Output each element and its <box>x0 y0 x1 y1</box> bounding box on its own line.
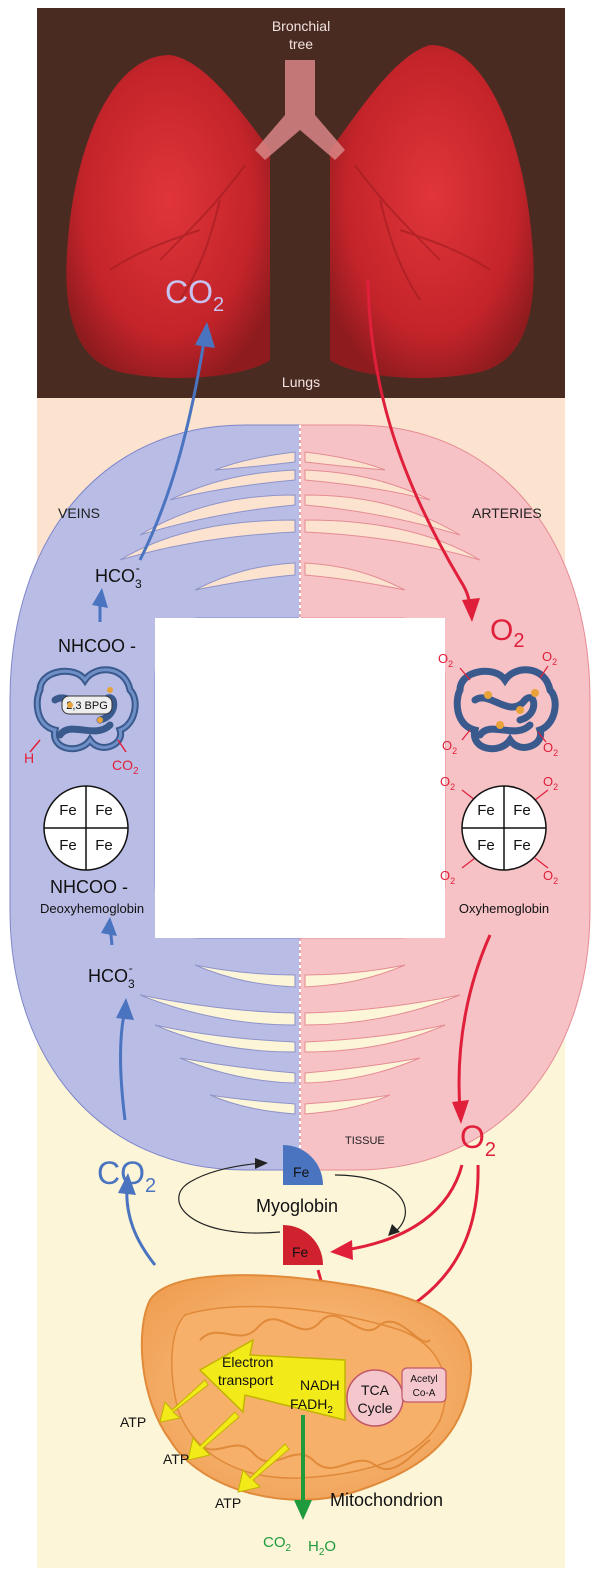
deoxy-fe-3: Fe <box>59 837 77 854</box>
bronchial-label-2: tree <box>289 36 313 52</box>
lungs-label: Lungs <box>282 374 320 390</box>
acetyl-label-1: Acetyl <box>410 1374 437 1385</box>
oxy-o2-5: O2 <box>440 774 455 792</box>
tca-label-1: TCA <box>361 1382 390 1398</box>
atp-arrows <box>159 1379 290 1493</box>
tca-label-2: Cycle <box>357 1400 392 1416</box>
deoxy-fe-2: Fe <box>95 802 113 819</box>
myoglobin-fe-deoxy <box>283 1225 323 1265</box>
electron-label: Electron <box>222 1354 273 1370</box>
oxy-o2-8: O2 <box>543 868 558 886</box>
atp-1: ATP <box>120 1414 146 1430</box>
acetyl-coa-box <box>401 1367 447 1403</box>
transport-label: transport <box>218 1372 273 1388</box>
tca-cycle-circle <box>346 1369 404 1427</box>
co2-h2o-down-arrow <box>294 1415 312 1520</box>
nhcoo-top-label: NHCOO - <box>58 636 136 656</box>
myoglobin-fe-oxy <box>283 1145 323 1185</box>
h2o-label: H2O <box>308 1538 336 1558</box>
deoxy-fe-4: Fe <box>95 837 113 854</box>
oxy-fe-2: Fe <box>513 802 531 819</box>
co2-tissue-up-arrow <box>116 998 134 1121</box>
deoxyhemoglobin-molecule-fill <box>35 668 137 751</box>
oxy-o2-6: O2 <box>543 774 558 792</box>
circulation-loop <box>9 424 591 1171</box>
mitochondrion-label: Mitochondrion <box>330 1490 443 1510</box>
hco3-top-label: HCO3- <box>95 561 142 591</box>
oxy-fe-4: Fe <box>513 837 531 854</box>
nadh-label: NADH <box>300 1377 340 1393</box>
oxy-fe-1: Fe <box>477 802 495 819</box>
bpg-label: 2,3 BPG <box>66 700 108 712</box>
electron-transport-arrow <box>198 1338 346 1421</box>
oxy-fe-3: Fe <box>477 837 495 854</box>
myoglobin-label: Myoglobin <box>256 1196 338 1216</box>
o2-to-myoglobin-arrow <box>330 1164 464 1260</box>
tissue-o2-label: O2 <box>460 1119 496 1161</box>
hco3-bottom-label: HCO3- <box>88 961 135 991</box>
deoxy-fe-circle <box>43 785 129 871</box>
h-label: H <box>24 750 34 766</box>
acetyl-label-2: Co-A <box>413 1388 436 1399</box>
oxy-o2-1: O2 <box>438 651 453 669</box>
lung-o2-down-arrow <box>366 279 480 622</box>
co2-attached-label: CO2 <box>112 757 139 777</box>
lung-co2-label: CO2 <box>165 274 224 316</box>
mito-co2-up-arrow <box>118 1173 157 1266</box>
tissue-label: TISSUE <box>345 1135 385 1147</box>
oxy-o2-2: O2 <box>542 649 557 667</box>
oxyhemoglobin-molecule <box>453 666 559 753</box>
oxy-o2-7: O2 <box>440 868 455 886</box>
mito-co2-label: CO2 <box>263 1534 292 1554</box>
myoglobin-cycle <box>178 1158 406 1236</box>
artery-o2-down-arrow <box>452 934 492 1124</box>
hco3-up-arrow-bottom <box>101 917 117 946</box>
lungs-illustration <box>66 45 534 379</box>
fadh-label: FADH2 <box>290 1396 333 1416</box>
trachea <box>255 60 345 160</box>
oxy-fe-circle <box>461 785 547 871</box>
oxyhemoglobin-label: Oxyhemoglobin <box>459 901 549 916</box>
oxy-o2-labels: O2 O2 O2 O2 O2 O2 O2 O2 <box>438 649 558 886</box>
co2-to-lungs-arrow <box>138 322 215 561</box>
deoxyhemoglobin-label: Deoxyhemoglobin <box>40 901 144 916</box>
hco3-up-arrow-top <box>92 588 108 622</box>
myoglobin-fe-bottom: Fe <box>292 1244 309 1260</box>
bronchial-label-1: Bronchial <box>272 18 330 34</box>
atp-3: ATP <box>215 1495 241 1511</box>
bpg-badge <box>61 695 113 715</box>
oxy-o2-3: O2 <box>442 738 457 756</box>
artery-o2-label: O2 <box>490 614 524 652</box>
veins-label: VEINS <box>58 505 100 521</box>
arteries-label: ARTERIES <box>472 505 542 521</box>
tissue-co2-label: CO2 <box>97 1155 156 1197</box>
atp-2: ATP <box>163 1451 189 1467</box>
nhcoo-bottom-label: NHCOO - <box>50 877 128 897</box>
oxy-o2-4: O2 <box>543 740 558 758</box>
deoxy-fe-1: Fe <box>59 802 77 819</box>
myoglobin-fe-top: Fe <box>293 1164 310 1180</box>
